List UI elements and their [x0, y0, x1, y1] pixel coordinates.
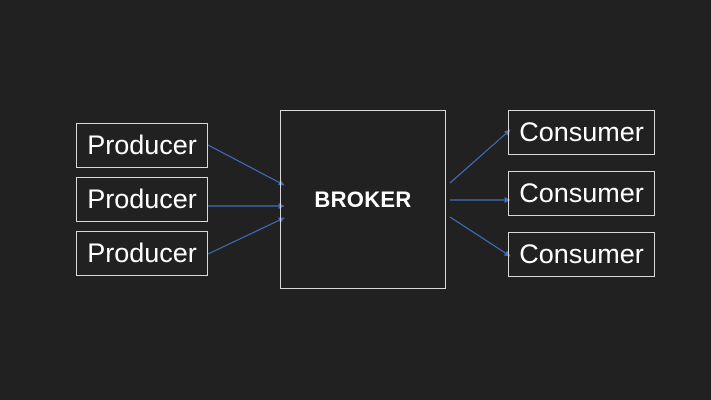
producer-label: Producer — [87, 130, 197, 160]
arrow-broker-to-consumer-3 — [449, 216, 511, 257]
arrow-producer-1-to-broker — [207, 144, 285, 186]
consumer-label: Consumer — [519, 178, 644, 208]
consumer-box-1[interactable]: Consumer — [508, 110, 655, 155]
arrow-broker-to-consumer-1 — [449, 129, 511, 184]
broker-label: BROKER — [314, 186, 412, 212]
consumer-box-2[interactable]: Consumer — [508, 171, 655, 216]
broker-box[interactable]: BROKER — [280, 110, 446, 289]
producer-box-3[interactable]: Producer — [76, 231, 208, 276]
consumer-box-3[interactable]: Consumer — [508, 232, 655, 277]
producer-box-2[interactable]: Producer — [76, 177, 208, 222]
producer-label: Producer — [87, 238, 197, 268]
consumer-label: Consumer — [519, 239, 644, 269]
producer-label: Producer — [87, 184, 197, 214]
producer-box-1[interactable]: Producer — [76, 123, 208, 168]
consumer-label: Consumer — [519, 117, 644, 147]
arrow-producer-3-to-broker — [207, 217, 285, 255]
